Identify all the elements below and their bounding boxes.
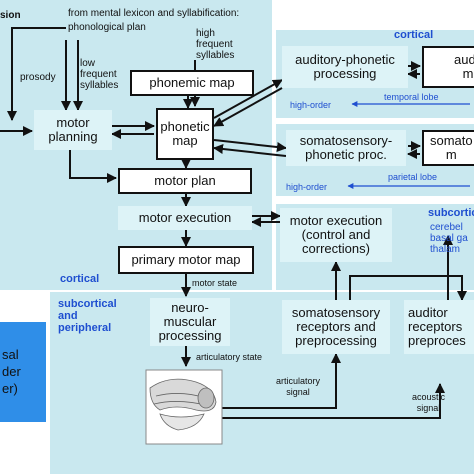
arrow-phonetic-somato — [213, 139, 287, 152]
arrow-auditory-phonetic — [213, 87, 283, 127]
arrow-planning-plan — [69, 150, 117, 183]
arrow-acoustic-auditory — [222, 383, 445, 419]
subcortical-structures-list: cerebel basal ga thalam — [430, 222, 468, 255]
phonetic-map-box: phonetic map — [156, 108, 214, 160]
subcortical-label-right: subcortical — [428, 207, 474, 219]
mental-lexicon-label: from mental lexicon and syllabification: — [68, 8, 240, 19]
cortical-label-right: cortical — [394, 29, 434, 41]
phonemic-map-box: phonemic map — [130, 70, 254, 96]
high-order-label-1: high-order — [290, 100, 332, 110]
temporal-lobe-label: temporal lobe — [384, 92, 439, 102]
articulatory-state-label: articulatory state — [196, 352, 263, 362]
arrow-somato-phonetic — [213, 144, 287, 157]
low-frequent-label: low frequent syllables — [80, 58, 119, 91]
high-frequent-label: high frequent syllables — [196, 28, 235, 61]
motor-execution-box: motor execution — [118, 206, 252, 230]
left-blue-box — [0, 322, 46, 422]
cortical-label-main: cortical — [60, 273, 100, 285]
acoustic-signal-label: acoustic signal — [412, 392, 446, 413]
somatosensory-map-box: somato m — [422, 130, 474, 166]
arrow-artic-somato — [222, 353, 341, 409]
phonological-plan-label: phonological plan — [68, 22, 146, 33]
subcortical-peripheral-label: subcortical and peripheral — [58, 298, 117, 334]
auditory-phonetic-box: auditory-phonetic processing — [282, 46, 408, 88]
motor-planning-box: motor planning — [34, 110, 112, 150]
neuromuscular-box: neuro- muscular processing — [150, 298, 230, 346]
arrow-phonetic-auditory — [213, 79, 283, 119]
motor-state-label: motor state — [192, 278, 238, 288]
motor-plan-box: motor plan — [118, 168, 252, 194]
motor-execution-control-box: motor execution (control and corrections… — [280, 208, 392, 262]
left-box-text: sal der er) — [2, 347, 21, 396]
line-receptor-feedback — [349, 275, 467, 301]
high-order-label-2: high-order — [286, 182, 328, 192]
somatosensory-receptors-box: somatosensory receptors and preprocessin… — [282, 300, 390, 354]
prosody-label: prosody — [20, 72, 56, 83]
arrow-lexicon-left — [7, 27, 66, 121]
articulatory-signal-label: articulatory signal — [276, 376, 321, 397]
primary-motor-map-box: primary motor map — [118, 246, 254, 274]
auditory-receptors-box: auditor receptors preproces — [404, 300, 474, 354]
auditory-map-box: audit m — [422, 46, 474, 88]
parietal-lobe-label: parietal lobe — [388, 172, 438, 182]
subcortical-peripheral-region — [50, 292, 474, 474]
top-left-fragment-label: sion — [0, 10, 21, 21]
somatosensory-phonetic-box: somatosensory- phonetic proc. — [286, 130, 406, 166]
